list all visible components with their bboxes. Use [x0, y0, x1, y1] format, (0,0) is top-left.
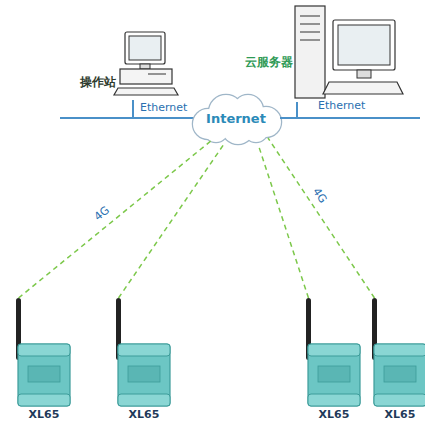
xl65-device: XL65 — [110, 298, 172, 422]
device-panel — [384, 366, 416, 382]
drive-slot — [148, 74, 166, 75]
device-panel — [128, 366, 160, 382]
wireless-link — [258, 144, 309, 298]
ethernet-link — [133, 100, 192, 118]
device-body — [18, 344, 70, 406]
keyboard — [114, 88, 178, 95]
network-label: Ethernet — [140, 101, 187, 114]
terminal-strip — [374, 344, 425, 356]
node-label: Internet — [186, 111, 286, 126]
link-type-label: 4G — [92, 203, 112, 223]
node-label: 操作站 — [80, 74, 116, 91]
xl65-device: XL65 — [366, 298, 425, 422]
desktop-case — [120, 69, 172, 84]
internet-cloud: Internet — [186, 92, 286, 146]
ethernet-link — [280, 102, 297, 118]
drive-bay — [300, 16, 320, 17]
monitor-frame — [333, 20, 395, 70]
network-label: Ethernet — [318, 99, 365, 112]
node-label: 云服务器 — [245, 54, 293, 71]
node-label: XL65 — [300, 408, 368, 421]
terminal-strip — [374, 394, 425, 406]
monitor-neck — [357, 70, 371, 78]
terminal-strip — [118, 344, 170, 356]
node-shape — [110, 298, 172, 422]
device-body — [118, 344, 170, 406]
wireless-link — [268, 138, 375, 298]
drive-bay — [300, 40, 320, 41]
terminal-strip — [308, 344, 360, 356]
terminal-strip — [308, 394, 360, 406]
device-body — [374, 344, 425, 406]
operator-station: 操作站 — [78, 28, 178, 100]
node-label: XL65 — [366, 408, 425, 421]
xl65-device: XL65 — [300, 298, 362, 422]
terminal-strip — [18, 394, 70, 406]
wireless-link — [119, 144, 225, 298]
link-type-label: 4G — [310, 185, 329, 205]
monitor-screen — [129, 36, 161, 60]
keyboard — [323, 82, 403, 94]
device-body — [308, 344, 360, 406]
server-tower — [295, 6, 325, 98]
monitor-neck — [140, 64, 150, 69]
terminal-strip — [118, 394, 170, 406]
monitor-screen — [338, 25, 390, 65]
drive-bay — [300, 32, 320, 33]
node-shape — [10, 298, 72, 422]
node-label: XL65 — [110, 408, 178, 421]
device-panel — [318, 366, 350, 382]
node-label: XL65 — [10, 408, 78, 421]
node-shape — [366, 298, 425, 422]
cloud-server: 云服务器 — [245, 2, 420, 102]
drive-bay — [300, 24, 320, 25]
terminal-strip — [18, 344, 70, 356]
monitor-frame — [125, 32, 165, 64]
wireless-link — [19, 140, 213, 298]
node-shape — [78, 28, 178, 100]
node-shape — [245, 2, 420, 102]
device-panel — [28, 366, 60, 382]
xl65-device: XL65 — [10, 298, 72, 422]
node-shape — [300, 298, 362, 422]
